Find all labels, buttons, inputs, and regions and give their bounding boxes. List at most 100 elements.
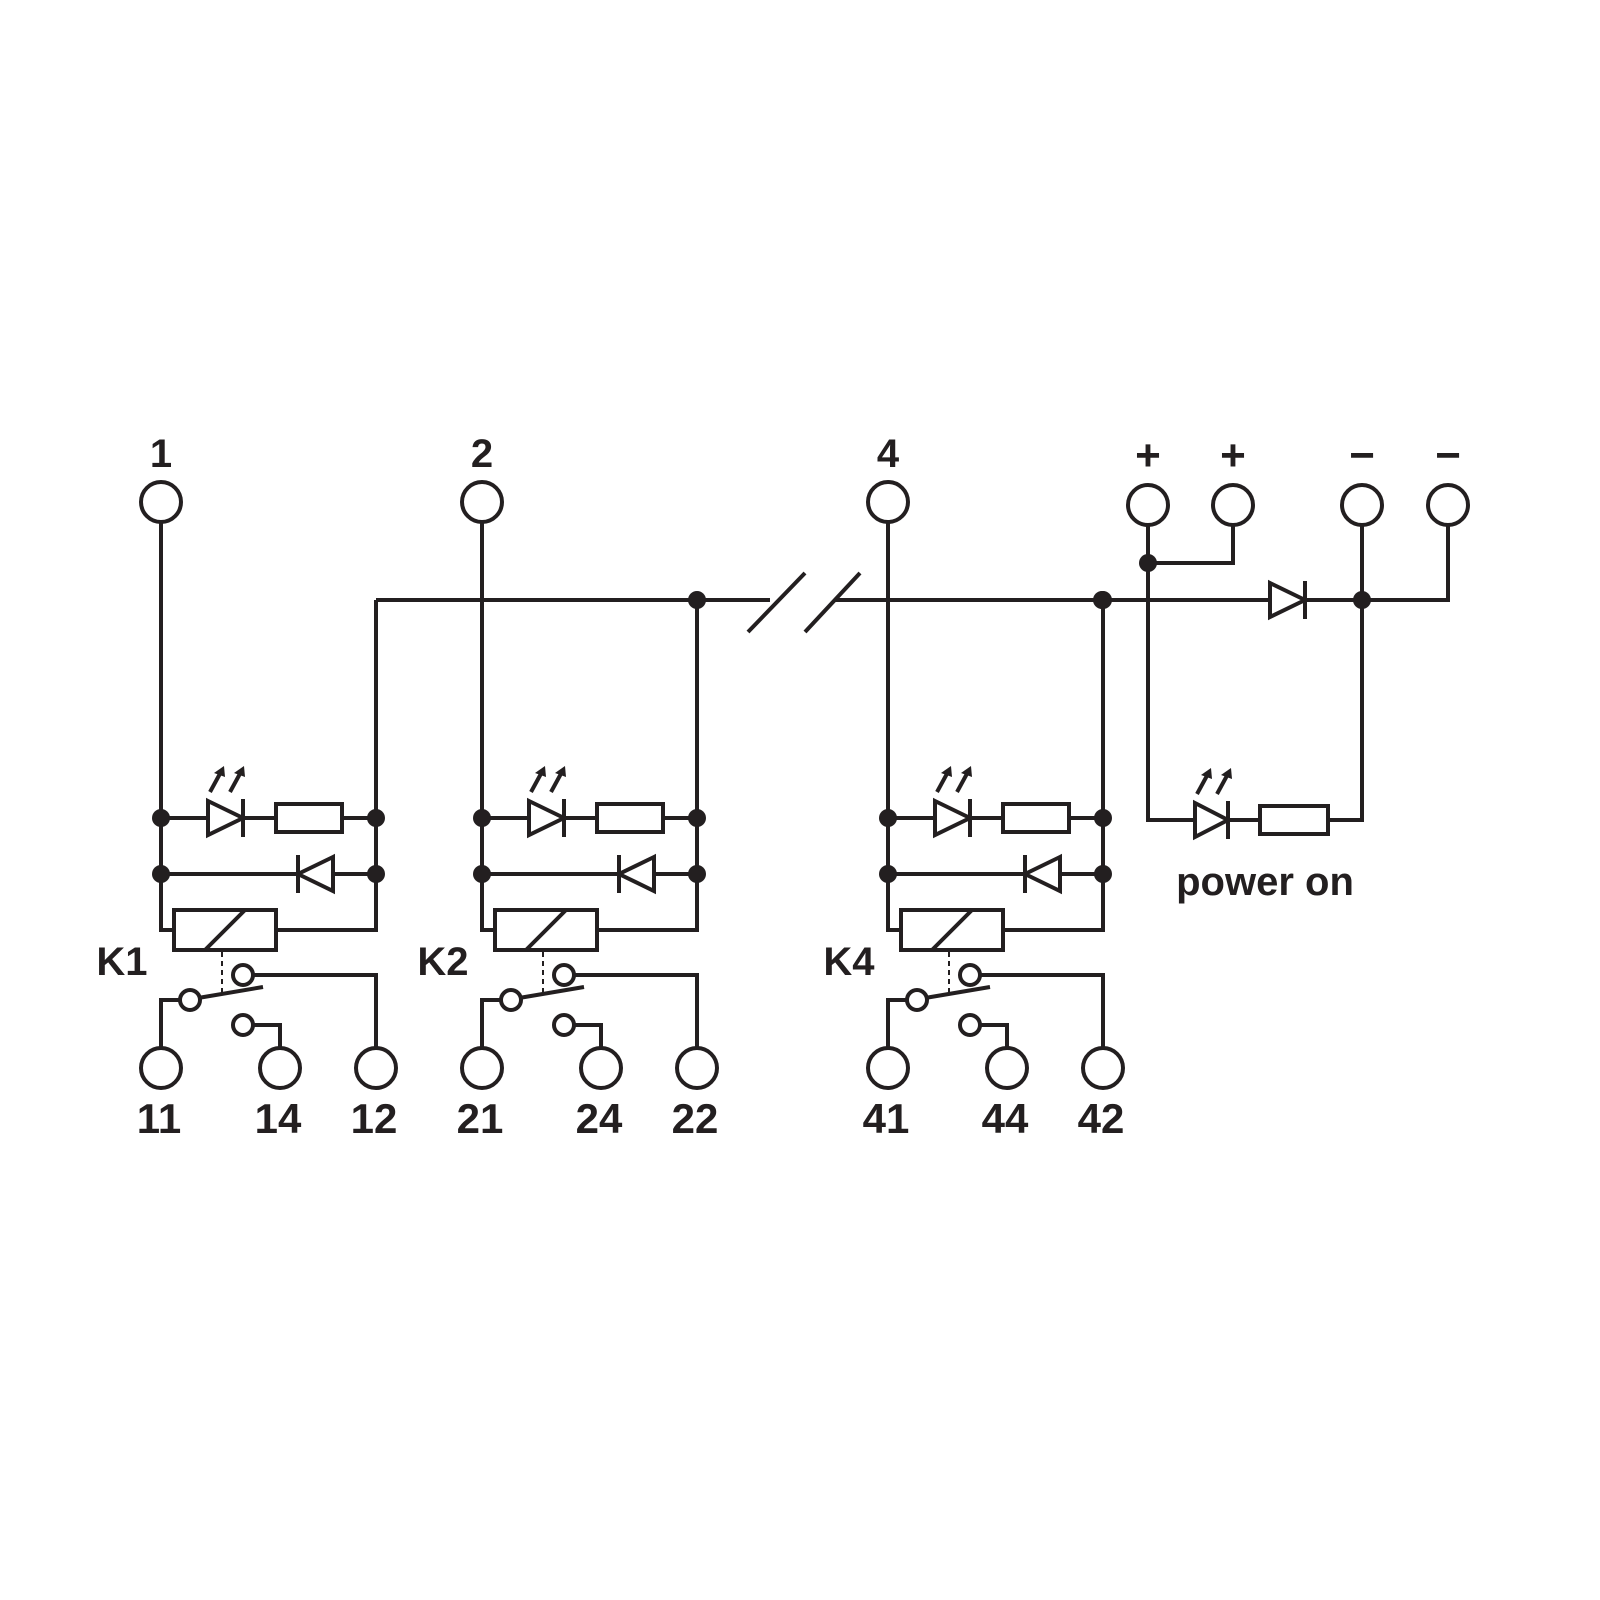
led-diode [527,797,569,839]
wire [574,1023,603,1048]
input-terminal-label: 1 [150,432,172,476]
junction-dot [152,809,170,827]
light-emission-arrows-icon [529,766,566,793]
contact-terminal [579,1046,623,1090]
switch-blade [518,985,585,1000]
diode-triangle [1268,579,1310,621]
wire [980,973,1105,1048]
status-led [206,766,248,839]
input-terminal-label: 4 [877,432,900,476]
status-led [527,766,569,839]
contact-terminal-label: 14 [255,1095,302,1142]
light-emission-arrows-icon [208,766,245,793]
contact-terminal [675,1046,719,1090]
contact-common [178,988,202,1012]
led-diode [1193,799,1233,841]
freewheel-diode [614,853,656,895]
junction-dot [1093,591,1111,609]
supply-terminal-label: + [1220,431,1246,480]
junction-dot [1094,809,1112,827]
contact-terminal-label: 44 [982,1095,1029,1142]
resistor [595,802,665,834]
arrow-head [961,766,972,777]
diode-triangle [1193,799,1233,841]
relay-label: K2 [417,940,468,984]
arrow-head [1201,768,1212,779]
contact-no [958,1013,982,1037]
wire [480,998,501,1048]
arrow-head [234,766,245,777]
status-led [933,766,975,839]
junction-dot [688,865,706,883]
reverse-polarity-diode [1268,579,1310,621]
diode-triangle [1020,853,1062,895]
junction-dot [879,809,897,827]
contact-terminal [866,1046,910,1090]
break-mark [746,571,807,634]
contact-no [231,1013,255,1037]
junction-dot [1094,865,1112,883]
freewheel-diode [1020,853,1062,895]
contact-terminal-label: 21 [457,1095,504,1142]
relay-coil [172,908,278,952]
input-terminal-label: 2 [471,432,493,476]
supply-terminal-label: − [1349,431,1375,480]
junction-dot [688,591,706,609]
contact-common [905,988,929,1012]
contact-terminal [258,1046,302,1090]
supply-terminal-label: − [1435,431,1461,480]
relay-coil [899,908,1005,952]
diode-triangle [933,797,975,839]
wire [980,1023,1009,1048]
contact-terminal-label: 42 [1078,1095,1125,1142]
contact-terminal [354,1046,398,1090]
wire [253,973,378,1048]
wire [159,998,180,1048]
wire [1146,525,1195,822]
arrow-head [941,766,952,777]
coil-slash [524,908,568,952]
input-terminal [139,480,183,524]
relay-coil [493,908,599,952]
supply-terminal-label: + [1135,431,1161,480]
contact-nc [552,963,576,987]
common-rail [276,600,378,932]
junction-dot [367,809,385,827]
contact-terminal-label: 24 [576,1095,623,1142]
contact-terminal-label: 41 [863,1095,910,1142]
relay-label: K4 [823,940,875,984]
led-diode [206,797,248,839]
arrow-head [535,766,546,777]
input-terminal [866,480,910,524]
input-rail [159,522,174,932]
diode-triangle [206,797,248,839]
input-rail [886,522,901,932]
wire [1148,525,1235,565]
contact-terminal-label: 12 [351,1095,398,1142]
junction-dot [1353,591,1371,609]
power-led [1193,768,1233,841]
contact-terminal [460,1046,504,1090]
led-diode [933,797,975,839]
contact-nc [958,963,982,987]
resistor [1001,802,1071,834]
relay-label: K1 [96,940,147,984]
common-rail [597,600,699,932]
diode-triangle [293,853,335,895]
wire [886,998,907,1048]
wire [574,973,699,1048]
contact-terminal [139,1046,183,1090]
resistor [1258,804,1330,836]
diode-triangle [527,797,569,839]
junction-dot [688,809,706,827]
power-supply-section: ++−−power on [1093,431,1470,904]
freewheel-diode [293,853,335,895]
diode-triangle [614,853,656,895]
supply-terminal [1340,483,1384,527]
supply-terminal [1126,483,1170,527]
arrow-head [555,766,566,777]
supply-terminal [1426,483,1470,527]
